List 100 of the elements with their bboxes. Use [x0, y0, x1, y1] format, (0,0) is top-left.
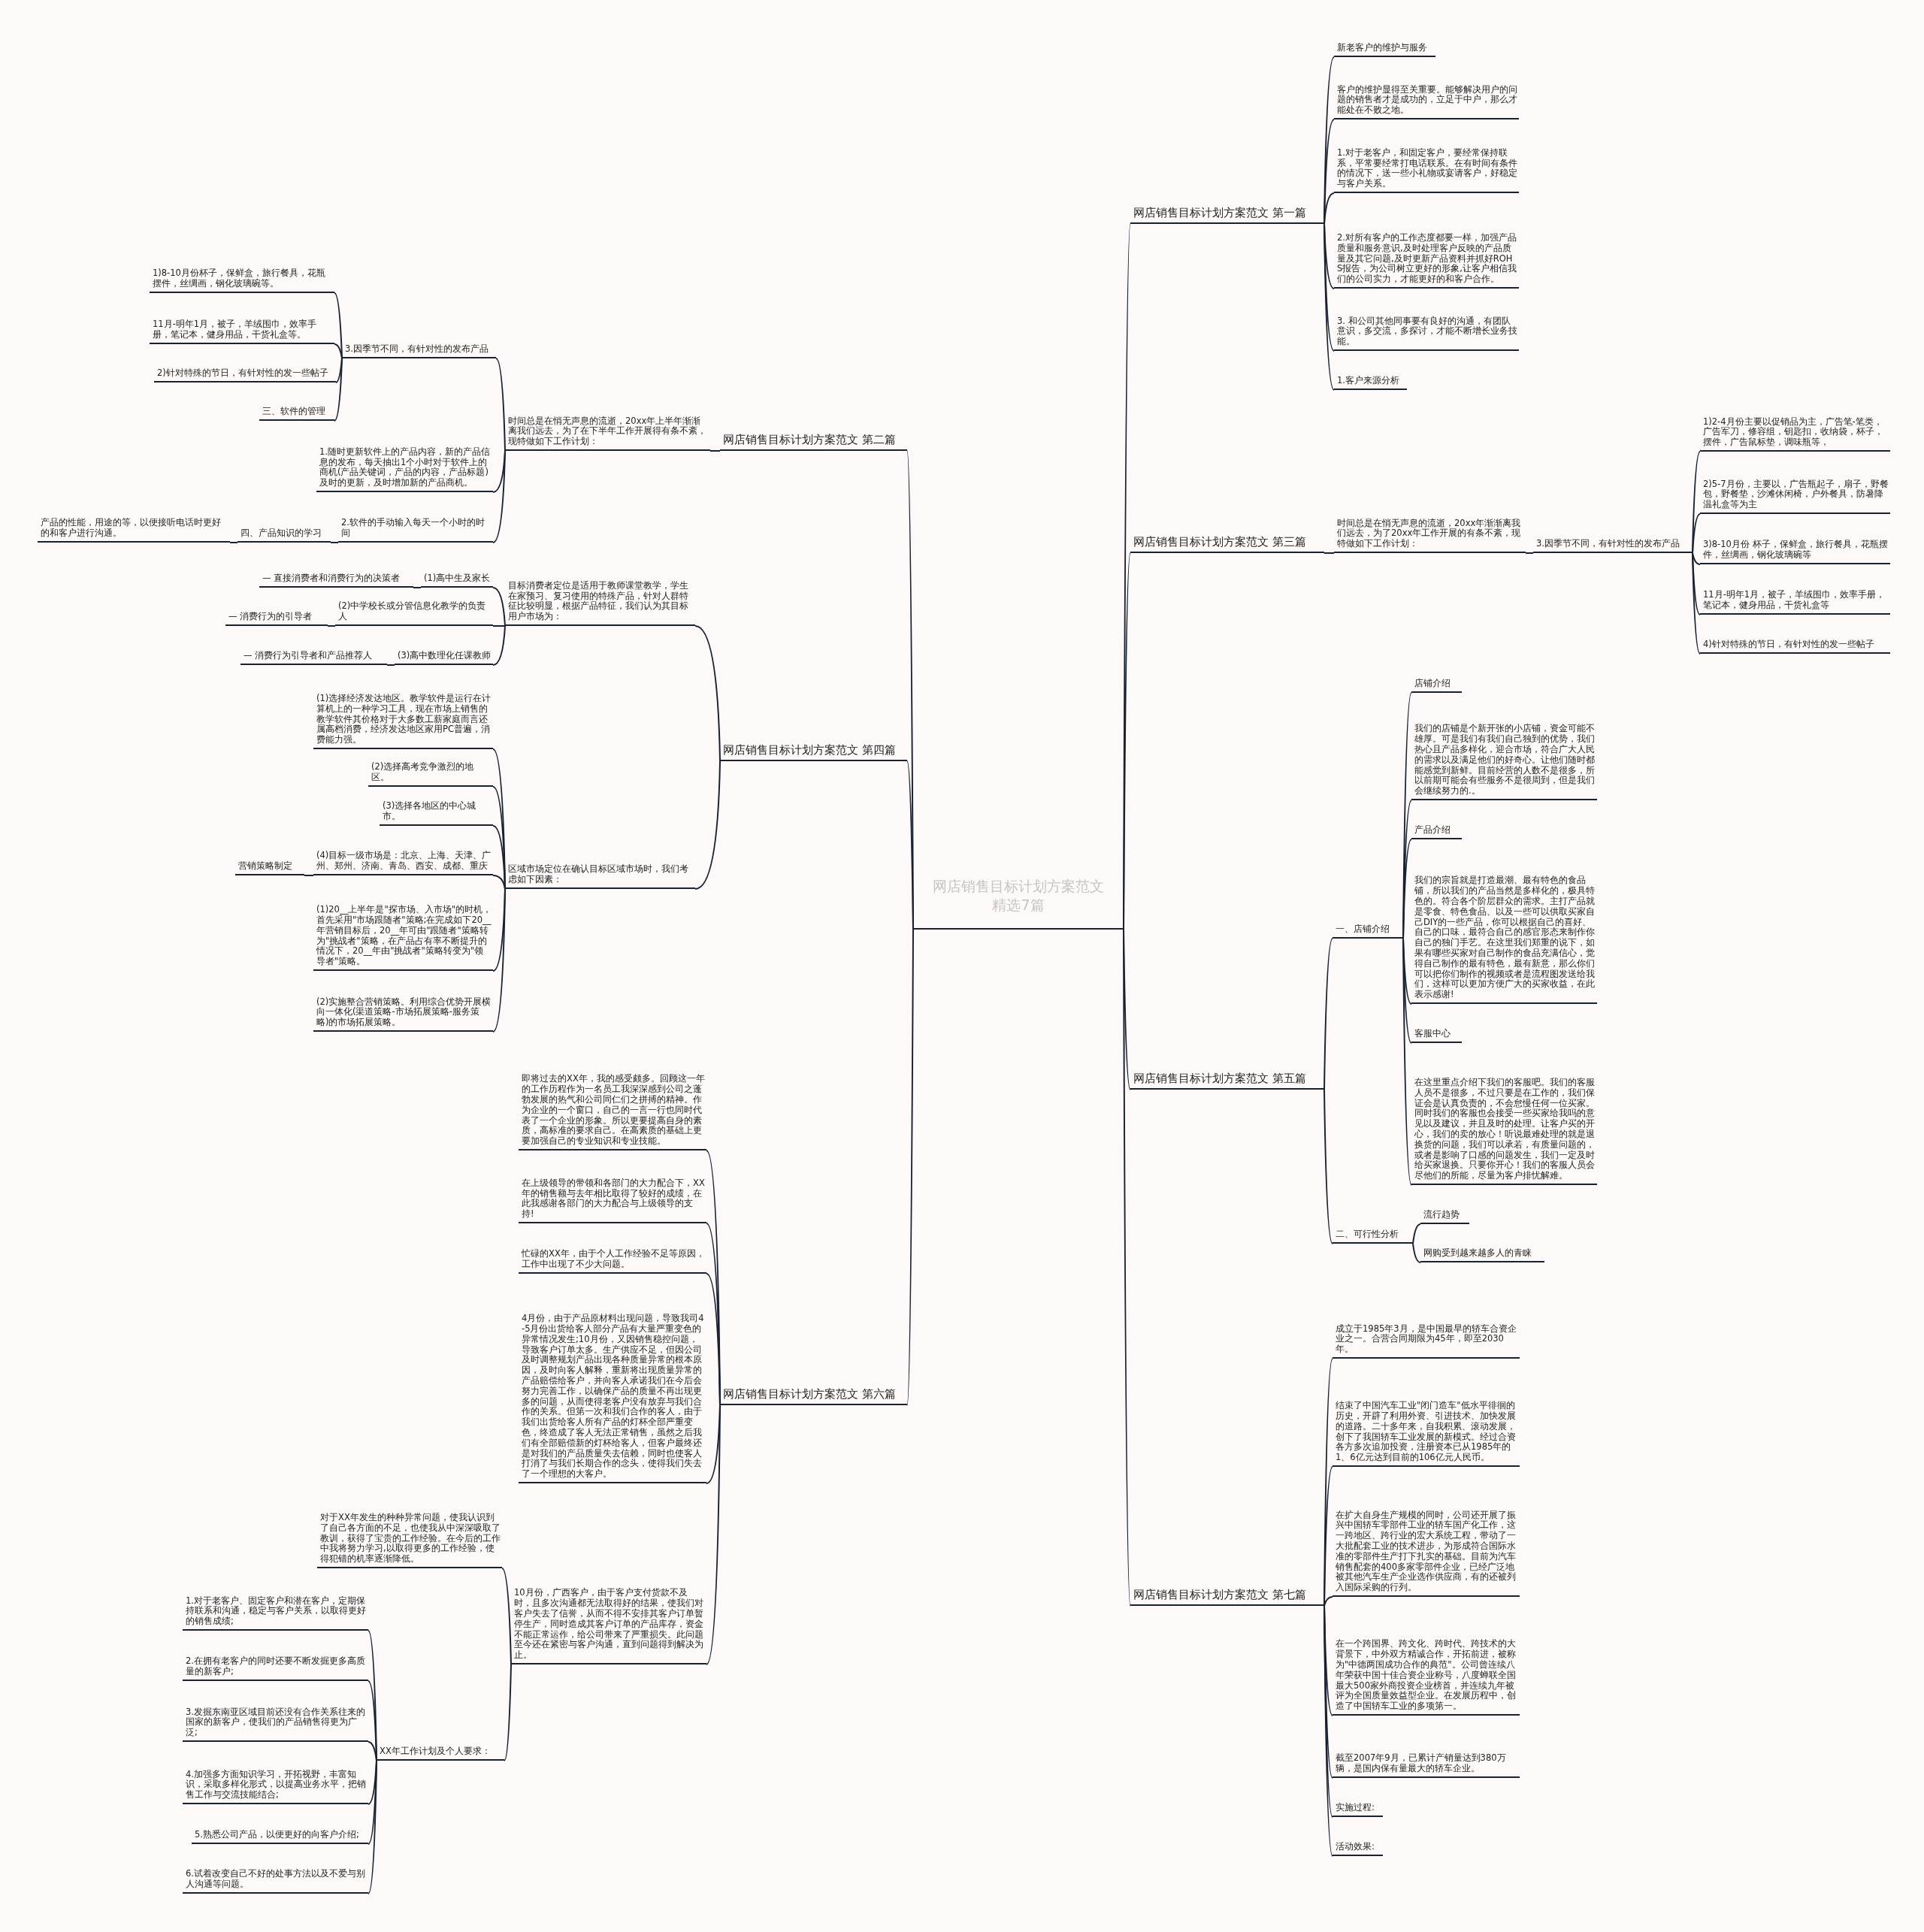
connector-line: [304, 875, 314, 876]
topic-text: 1)2-4月份主要以促销品为主，广告笔-笔类，广告军刀，修容组，钥匙扣，收纳袋，杯子，摆件，广告鼠标垫，调味瓶等，: [1700, 416, 1890, 452]
connector-line: [495, 358, 506, 452]
connector-line: [413, 587, 422, 588]
topic-text: (4)目标一级市场是：北京、上海、天津、广州、郑州、济南、青岛、西安、成都、重庆: [313, 851, 493, 875]
topic-text: 时间总是在悄无声息的流逝，20xx年渐渐离我们远去，为了20xx年工作开展的有条不紊，现特做如下工作计划：: [1334, 518, 1526, 553]
connector-line: [492, 888, 506, 1033]
topic-text: (3)选择各地区的中心城市。: [380, 801, 493, 826]
connector-line: [694, 760, 721, 890]
connector-line: [334, 343, 343, 359]
connector-line: [1324, 223, 1335, 391]
topic-text: 1.随时更新软件上的产品内容，新的产品信息的发布，每天抽出1个小时对于软件上的商机(产品关键词，产品的内容，产品标题)及时的更新，及时增加新的产品商机。: [316, 446, 493, 492]
connector-line: [334, 358, 343, 422]
connector-line: [501, 1568, 512, 1665]
connector-line: [1324, 192, 1335, 225]
branch-topic: 网店销售目标计划方案范文 第五篇: [1130, 1072, 1324, 1090]
topic-text: 1)8-10月份杯子，保鲜盒，旅行餐具，花瓶摆件，丝绸画，钢化玻璃碗等。: [150, 268, 334, 293]
topic-text: 10月份，广西客户，由于客户支付货款不及时，且多次沟通都无法取得好的结果，使我们对客户失去了信誉，从而不得不安排其客户订单暂停生产，同时造成其客户订单的产品库存，资金不能正常运作，给公司带来了严重损失。此问题至今还在紧密与客户沟通，直到问题得到解决为止。: [511, 1588, 706, 1664]
topic-text: 营销策略制定: [235, 861, 304, 875]
topic-text: 4月份，由于产品原材料出现问题，导致我司4-5月份出货给客人部分产品有大量严重变色的异常情况发生;10月份，又因销售稳控问题，导致客户订单太多。生产供应不足，但因公司及时调整规划产品出现各种质量异常的根本原因，及时向客人解释，重新将出现质量异常的产品赔偿给客户，并向客人承诺我们在今后会努力完善工作，以确保产品的质量不再出现更多的问题，从而使得老客户没有放弃与我们合作的关系。但第一次和我们合作的客人，由于我们出货给客人所有产品的灯杯全部严重变色，终造成了客人无法正常销售，虽然之后我们有全部赔偿新的灯杯给客人，但客户最终还是对我们的产品质量失去信赖，同时也使客人打消了与我们长期合作的念头，使得我们失去了一个理想的大客户。: [519, 1314, 706, 1483]
topic-text: 3.发掘东南亚区域目前还没有合作关系往来的国家的新客户，使我们的产品销售得更为广泛;: [183, 1707, 368, 1742]
connector-line: [386, 664, 395, 666]
topic-text: 一、店铺介绍: [1333, 924, 1403, 939]
connector-line: [1412, 1223, 1421, 1244]
topic-text: 2.在拥有老客户的同时还要不断发掘更多高质量的新客户;: [183, 1656, 368, 1681]
connector-line: [327, 625, 336, 627]
topic-text: 在这里重点介绍下我们的客服吧。我们的客服人员不是很多，不过只要是在工作的，我们保证会是认真负责的，不会怠慢任何一位买家。同时我们的客服也会接受一些买家给我吗的意见以及建议，并且及时的处理。让客户买的开心，我们的卖的放心！听说最难处理的就是退换货的问题，我们可以承若，有质量问题的，或者是影响了口感的问题发生，我们一定及时给买家退换。只要你开心！我们的客服人员会尽他们的所能，尽量为客户排忧解难。: [1411, 1078, 1597, 1185]
topic-text: 2.软件的手动输入每天一个小时的时间: [338, 518, 493, 543]
topic-text: 网购受到越来越多人的青睐: [1420, 1248, 1544, 1262]
branch-topic: 网店销售目标计划方案范文 第一篇: [1130, 206, 1324, 224]
topic-text: 在上级领导的带领和各部门的大力配合下，XX年的销售额与去年相比取得了较好的成绩，在此我感谢各部门的大力配合与上级领导的支持!: [519, 1178, 706, 1223]
topic-text: 3.因季节不同，有针对性的发布产品: [342, 344, 496, 358]
connector-line: [1324, 1596, 1333, 1607]
topic-text: 客服中心: [1411, 1029, 1462, 1043]
branch-topic: 网店销售目标计划方案范文 第六篇: [720, 1387, 907, 1405]
topic-text: 3)8-10月份 杯子，保鲜盒，旅行餐具，花瓶摆件，丝绸画，钢化玻璃碗等: [1700, 540, 1890, 564]
topic-text: 11月-明年1月，被子，羊绒围巾，效率手册，笔记本，健身用品，干货礼盒等。: [150, 319, 334, 344]
topic-text: 新老客户的维护与服务: [1334, 43, 1435, 57]
topic-text: 我们的宗旨就是打造最潮、最有特色的食品铺，所以我们的产品当然是多样化的，极具特色的。符合各个阶层群众的需求。主打产品就是零食、特色食品、以及一些可以供取买家自己DIY的一些产品，你可以根据自己的喜好、自己的口味，最符合自己的感官形态来制作你自己的独门手艺。在这里我们郑重的说下，如果有哪些买家对自己制作的食品充满信心，觉得自己制作的最有特色，最有新意，那么你们可以把你们制作的视频或者是流程图发送给我们，这样可以更加方便广大的买家收益，在此表示感谢!: [1411, 875, 1597, 1004]
connector-line: [368, 1741, 377, 1761]
topic-text: 四、产品知识的学习: [237, 528, 331, 543]
topic-text: 截至2007年9月，已累计产销量达到380万辆，是国内保有量最大的轿车企业。: [1333, 1753, 1520, 1778]
topic-text: 流行趋势: [1420, 1210, 1469, 1224]
topic-text: 我们的店铺是个新开张的小店铺，资金可能不雄厚。可是我们有我们自己独到的优势，我们热心且产品多样化，迎合市场，符合广大人民的需求以及满足他们的好奇心。让他们随时都能感觉到新鲜。目前经营的人数不是很多，所以前期可能会有些服务不是很周到，但是我们会继续努力的.。: [1411, 724, 1597, 800]
topic-text: 忙碌的XX年，由于个人工作经验不足等原因，工作中出现了不少大问题。: [519, 1249, 706, 1274]
connector-line: [706, 1273, 721, 1406]
topic-text: 1.对于老客户，和固定客户，要经常保持联系，平常要经常打电话联系。在有时间有条件的情况下，送一些小礼物或宴请客户，好稳定与客户关系。: [1334, 147, 1519, 193]
connector-line: [706, 1404, 721, 1665]
topic-text: 对于XX年发生的种种异常问题，使我认识到了自己各方面的不足，也使我从中深深吸取了教训，获得了宝贵的工作经验。在今后的工作中我将努力学习,以取得更多的工作经验，使得犯错的机率逐渐降低。: [317, 1513, 502, 1568]
topic-text: (2)选择高考竞争激烈的地区。: [368, 762, 493, 787]
connector-line: [1324, 552, 1335, 554]
topic-text: (3)高中数理化任课教师: [395, 651, 493, 665]
topic-text: 5.熟悉公司产品，以便更好的向客户介绍;: [192, 1830, 368, 1844]
branch-topic: 网店销售目标计划方案范文 第二篇: [720, 433, 907, 451]
topic-text: 三、软件的管理: [259, 407, 334, 421]
connector-line: [1692, 513, 1701, 554]
connector-line: [1324, 1605, 1333, 1857]
topic-text: 3.因季节不同，有针对性的发布产品: [1533, 539, 1693, 553]
topic-text: 二、可行性分析: [1333, 1229, 1413, 1244]
connector-line: [1692, 552, 1701, 565]
connector-line: [492, 450, 506, 543]
topic-text: (1)选择经济发达地区。教学软件是运行在计算机上的一种学习工具，现在市场上销售的教学软件其价格对于大多数工薪家庭而言还属高档消费，经济发达地区家用PC普遍，消费能力强。: [313, 694, 493, 749]
topic-text: XX年工作计划及个人要求：: [377, 1746, 504, 1761]
connector-line: [1402, 839, 1412, 939]
topic-text: 在扩大自身生产规模的同时，公司还开展了振兴中国轿车零部件工业的轿车国产化工作，这一跨地区、跨行业的宏大系统工程，带动了一大批配套工业的技术进步，为形成符合国际水准的零部件生产打下扎实的基础。目前为汽车销售配套的400多家零部件企业，已经广泛地被其他汽车生产企业选作供应商，有的还被列入国际采购的行列。: [1333, 1510, 1520, 1597]
connector-line: [906, 929, 914, 1406]
topic-text: 产品的性能，用途的等，以便接听电话时更好的和客户进行沟通。: [38, 518, 230, 543]
connector-line: [368, 1760, 377, 1894]
topic-text: — 消费行为引导者和产品推荐人: [240, 651, 387, 665]
topic-text: 4.加强多方面知识学习，开拓视野，丰富知识，采取多样化形式，以提高业务水平，把销售工作与交流技能结合;: [183, 1769, 368, 1804]
connector-line: [492, 825, 506, 890]
topic-text: 区域市场定位在确认目标区域市场时，我们考虑如下因素：: [505, 864, 695, 889]
topic-text: 3. 和公司其他同事要有良好的沟通，有团队意识，多交流，多探讨，才能不断增长业务技能。: [1334, 316, 1519, 351]
connector-line: [330, 542, 339, 543]
topic-text: 时间总是在悄无声息的流逝，20xx年上半年渐渐离我们远去，为了在下半年工作开展得有条不紊，现特做如下工作计划：: [505, 416, 710, 451]
topic-text: (1)20__上半年是"探市场、入市场"的时机，首先采用"市场跟随者"策略;在完成如下20__年营销目标后，20__年可由"跟随者"策略转为"挑战者"策略，在产品占有率不断提升的情况下，20__年由"挑战者"策略转变为"领导者"策略。: [313, 905, 493, 971]
connector-line: [694, 625, 721, 762]
connector-line: [1123, 929, 1131, 1607]
connector-line: [492, 587, 506, 627]
connector-line: [1324, 1089, 1333, 1244]
connector-line: [1324, 938, 1333, 1090]
connector-line: [1525, 552, 1534, 554]
topic-text: 4)针对特殊的节日，有针对性的发一些帖子: [1700, 639, 1890, 654]
topic-text: 1.对于老客户、固定客户和潜在客户，定期保持联系和沟通，稳定与客户关系，以取得更好的销售成绩;: [183, 1595, 368, 1631]
connector-line: [906, 760, 914, 930]
topic-text: 店铺介绍: [1411, 679, 1462, 693]
topic-text: 2)针对特殊的节日，有针对性的发一些帖子: [154, 368, 336, 382]
topic-text: 11月-明年1月，被子，羊绒围巾，效率手册，笔记本，健身用品，干货礼盒等: [1700, 590, 1890, 615]
topic-text: 即将过去的XX年，我的感受颇多。回顾这一年的工作历程作为一名员工我深深感到公司之蓬勃发展的热气和公司同仁们之拼搏的精神。作为企业的一个窗口，自己的一言一行也同时代表了一个企业的形象。所以更要提高自身的素质，高标准的要求自己。在高素质的基础上更要加强自己的专业知识和专业技能。: [519, 1074, 706, 1150]
branch-topic: 网店销售目标计划方案范文 第四篇: [720, 743, 907, 761]
topic-text: 产品介绍: [1411, 825, 1462, 839]
topic-text: 实施过程:: [1333, 1803, 1383, 1817]
topic-text: — 消费行为的引导者: [225, 612, 328, 626]
topic-text: (2)实施整合营销策略。利用综合优势开展横向一体化(渠道策略-市场拓展策略-服务策略)的市场拓展策略。: [313, 996, 493, 1032]
topic-text: 在一个跨国界、跨文化、跨时代、跨技术的大背景下，中外双方精诚合作，开拓前进，被称为"中德两国成功合作的典范"。公司曾连续八年荣获中国十佳合资企业称号，八度蝉联全国最大500家外商投资企业榜首，并连续九年被评为全国质量效益型企业。在发展历程中，创造了中国轿车工业的多项第一。: [1333, 1639, 1520, 1716]
connector-line: [1692, 552, 1701, 655]
topic-text: 2.对所有客户的工作态度都要一样，加强产品质量和服务意识,及时处理客户反映的产品质量及其它问题,及时更新产品资料并抓好ROHS报告，为公司树立更好的形象,让客户相信我们的公司实力，才能更好的和客户合作。: [1334, 233, 1519, 289]
topic-text: 客户的维护显得至关重要。能够解决用户的问题的销售者才是成功的，立足于中户，那么才能处在不败之地。: [1334, 84, 1519, 119]
connector-line: [1412, 1243, 1421, 1263]
connector-line: [492, 875, 506, 890]
